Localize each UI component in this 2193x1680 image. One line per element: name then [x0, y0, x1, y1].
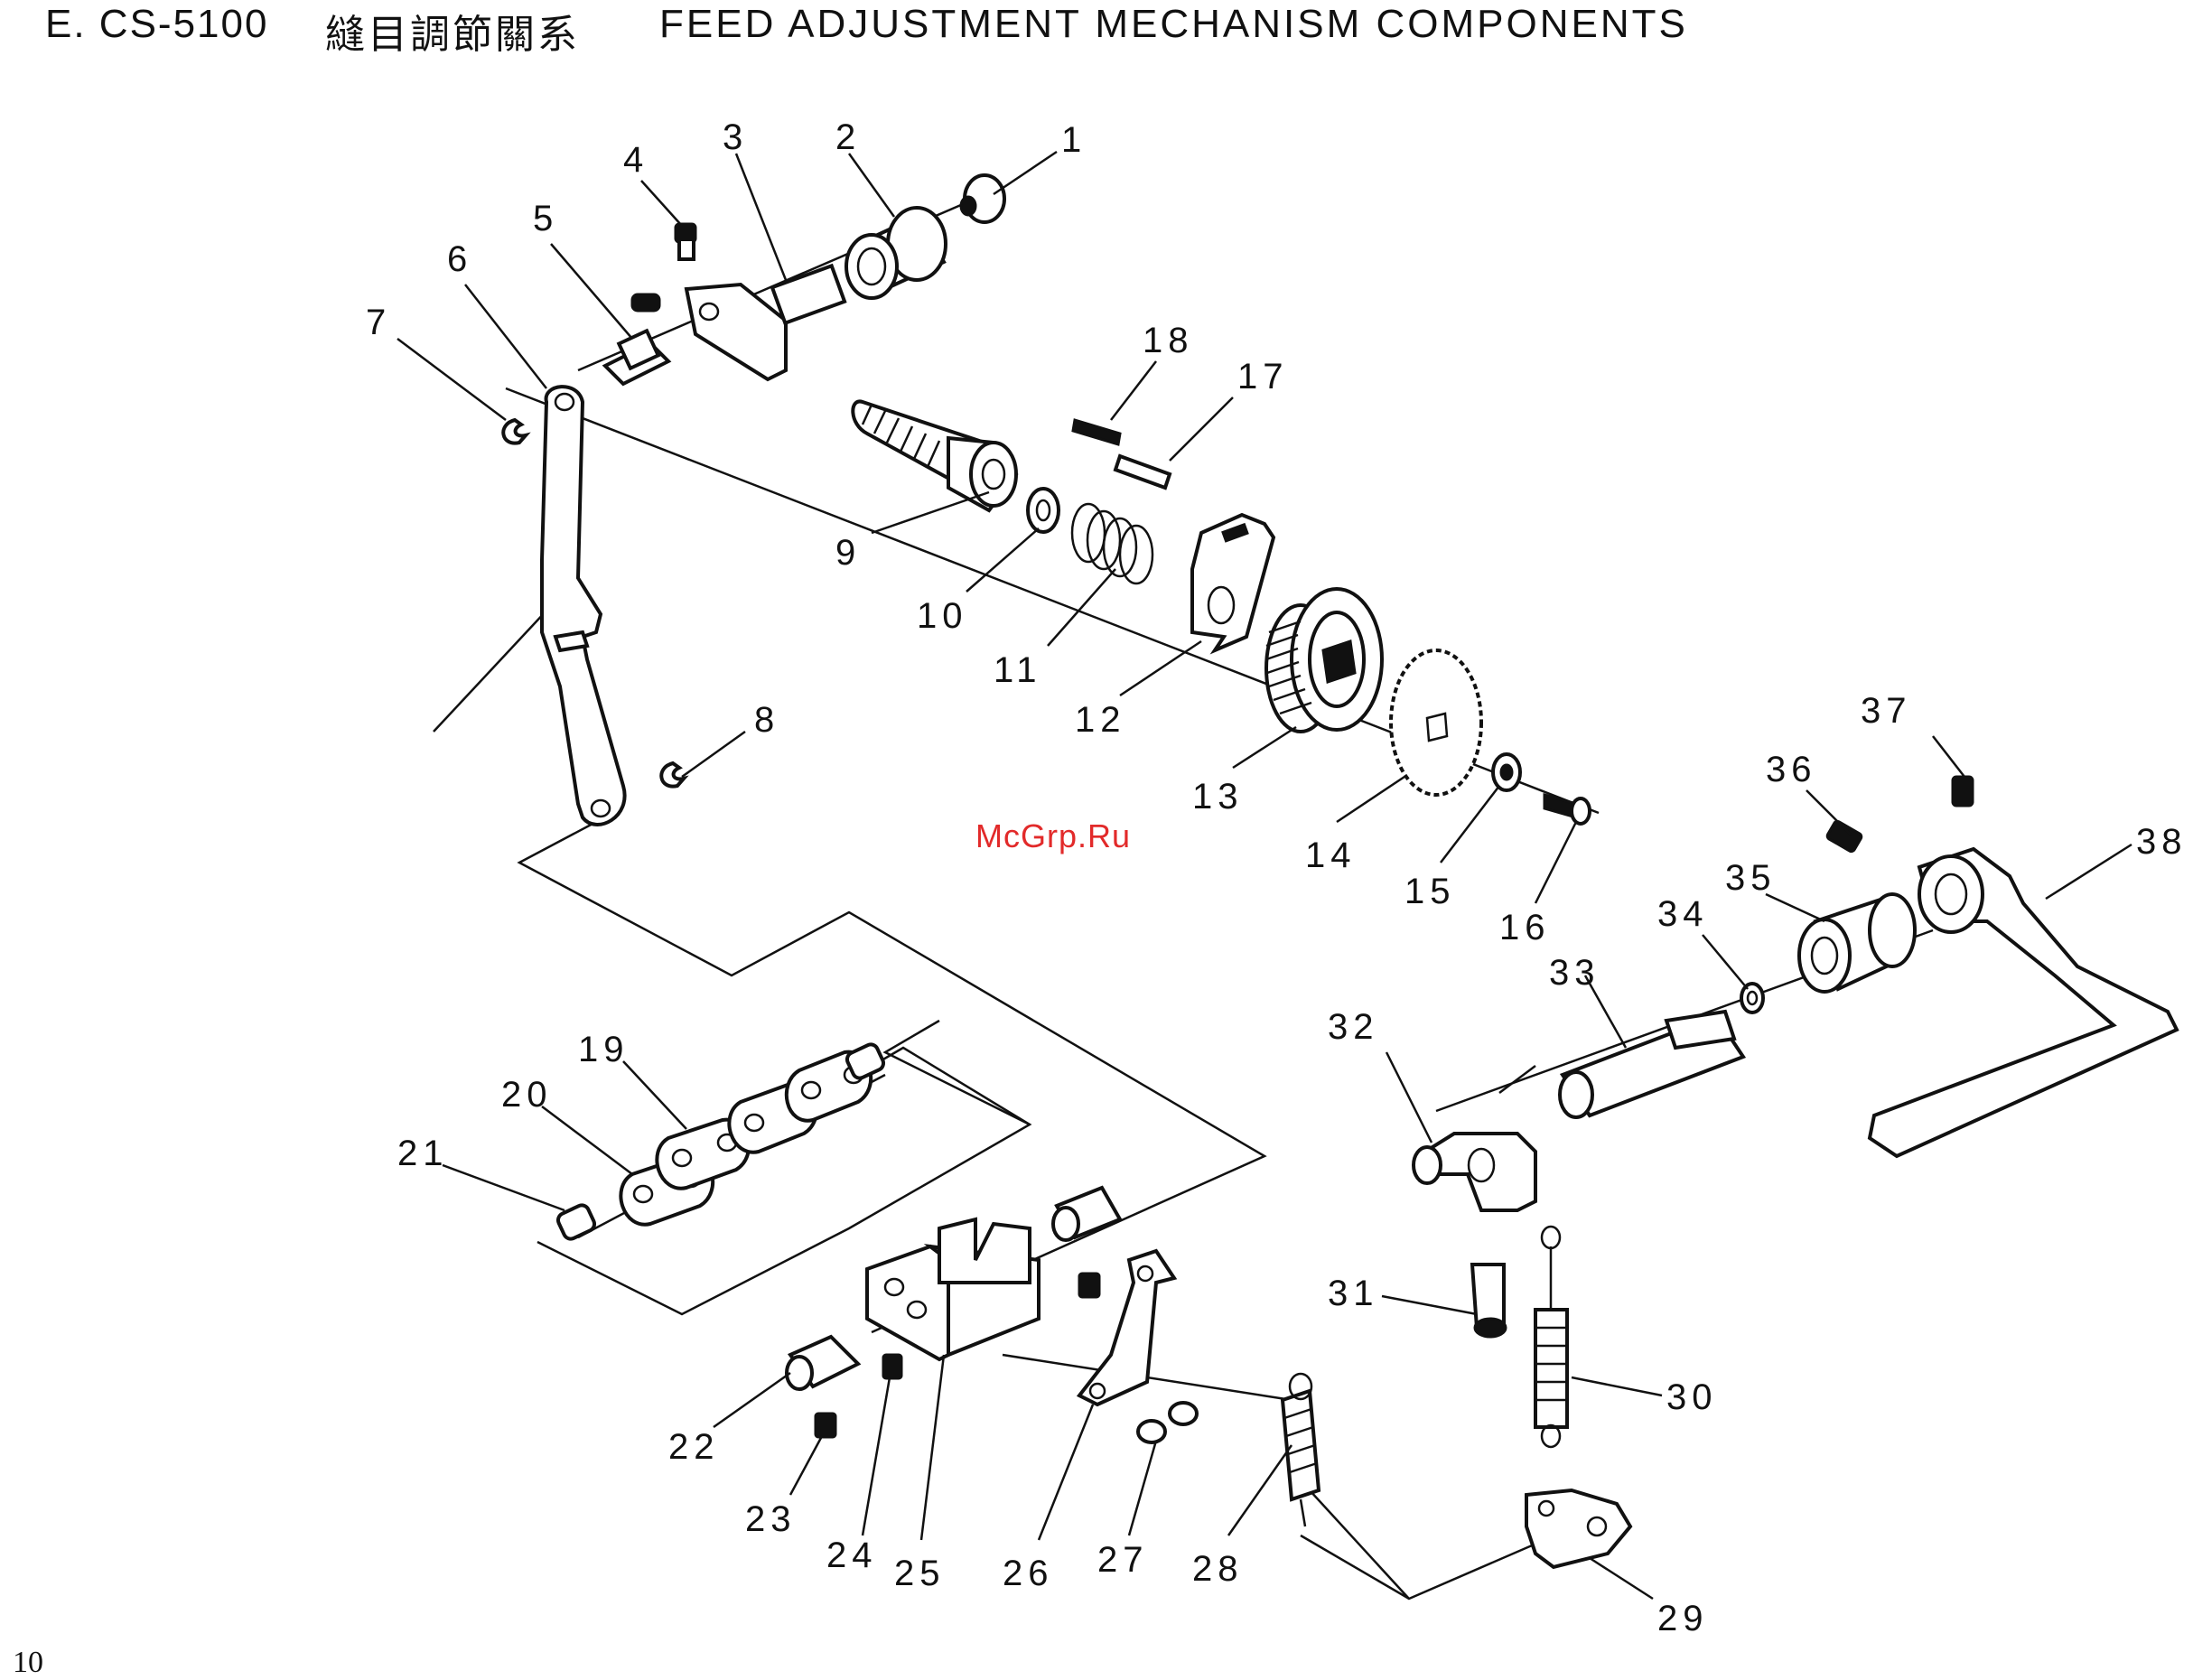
callout-21: 21	[397, 1134, 449, 1173]
callout-8: 8	[754, 700, 779, 740]
part-13-feed-dial	[1266, 589, 1382, 732]
part-24b-set-screw	[1079, 1274, 1099, 1297]
callout-14: 14	[1305, 835, 1357, 875]
part-7-e-ring	[503, 420, 526, 443]
part-37-set-screw	[1953, 777, 1973, 806]
callout-26: 26	[1003, 1554, 1054, 1593]
part-22-pin	[787, 1337, 858, 1389]
part-24-set-screw	[883, 1355, 901, 1378]
callout-13: 13	[1192, 777, 1244, 817]
callout-38: 38	[2136, 822, 2188, 862]
callout-17: 17	[1237, 357, 1289, 397]
callout-1: 1	[1061, 120, 1087, 160]
part-36-set-screw	[1826, 820, 1862, 853]
callout-18: 18	[1143, 321, 1194, 360]
part-38-lever	[1870, 849, 2177, 1156]
callout-2: 2	[835, 117, 861, 157]
part-3-crank	[686, 266, 845, 379]
callout-29: 29	[1657, 1599, 1709, 1638]
part-14-scale-disc	[1391, 650, 1481, 795]
part-35-collar	[1799, 894, 1915, 992]
part-17-pin	[1115, 456, 1170, 488]
callout-19: 19	[578, 1030, 630, 1069]
callout-37: 37	[1861, 691, 1912, 731]
callout-20: 20	[501, 1075, 553, 1115]
part-2-bushing	[846, 208, 946, 298]
callout-15: 15	[1404, 872, 1456, 911]
part-18-screw	[1073, 420, 1120, 444]
callout-10: 10	[917, 596, 968, 636]
callout-12: 12	[1075, 700, 1126, 740]
part-12-plate	[1192, 515, 1274, 650]
callout-5: 5	[533, 199, 558, 238]
part-34-washer	[1741, 984, 1763, 1013]
callout-31: 31	[1328, 1274, 1379, 1313]
part-29-lever-plate	[1526, 1490, 1630, 1567]
callout-28: 28	[1192, 1549, 1244, 1589]
part-15-washer	[1493, 754, 1520, 790]
callout-16: 16	[1499, 908, 1551, 947]
part-1-retaining-ring	[961, 175, 1004, 222]
part-25-block	[867, 1219, 1039, 1359]
part-23-set-screw	[816, 1414, 835, 1437]
callout-6: 6	[447, 239, 472, 279]
callout-25: 25	[894, 1554, 946, 1593]
part-6-feed-lever	[542, 387, 625, 825]
part-16-screw	[1544, 795, 1590, 824]
part-31-stud	[1472, 1265, 1506, 1337]
part-32-crank	[1414, 1134, 1535, 1210]
part-30-spring	[1535, 1227, 1567, 1447]
part-5-stud-nut	[605, 331, 668, 384]
part-9-threaded-shaft	[853, 401, 1016, 510]
callout-36: 36	[1766, 750, 1817, 789]
callout-4: 4	[623, 140, 649, 180]
part-4b-set-screw	[632, 294, 659, 311]
callout-24: 24	[826, 1535, 878, 1575]
callout-35: 35	[1725, 858, 1777, 898]
callout-33: 33	[1549, 953, 1600, 993]
callout-30: 30	[1666, 1377, 1718, 1417]
callout-3: 3	[723, 117, 748, 157]
callout-34: 34	[1657, 894, 1709, 934]
callout-32: 32	[1328, 1007, 1379, 1047]
callout-23: 23	[745, 1499, 797, 1539]
callout-9: 9	[835, 533, 861, 573]
part-27-screw	[1138, 1403, 1197, 1442]
callout-22: 22	[668, 1427, 720, 1467]
part-33-shaft	[1560, 1012, 1743, 1117]
callout-11: 11	[994, 650, 1042, 690]
part-22b-pin	[1053, 1188, 1120, 1240]
callout-27: 27	[1097, 1540, 1149, 1580]
part-10-washer	[1028, 489, 1059, 532]
part-4-screw	[676, 224, 695, 259]
callout-7: 7	[366, 303, 391, 342]
part-8-e-ring	[661, 763, 684, 787]
